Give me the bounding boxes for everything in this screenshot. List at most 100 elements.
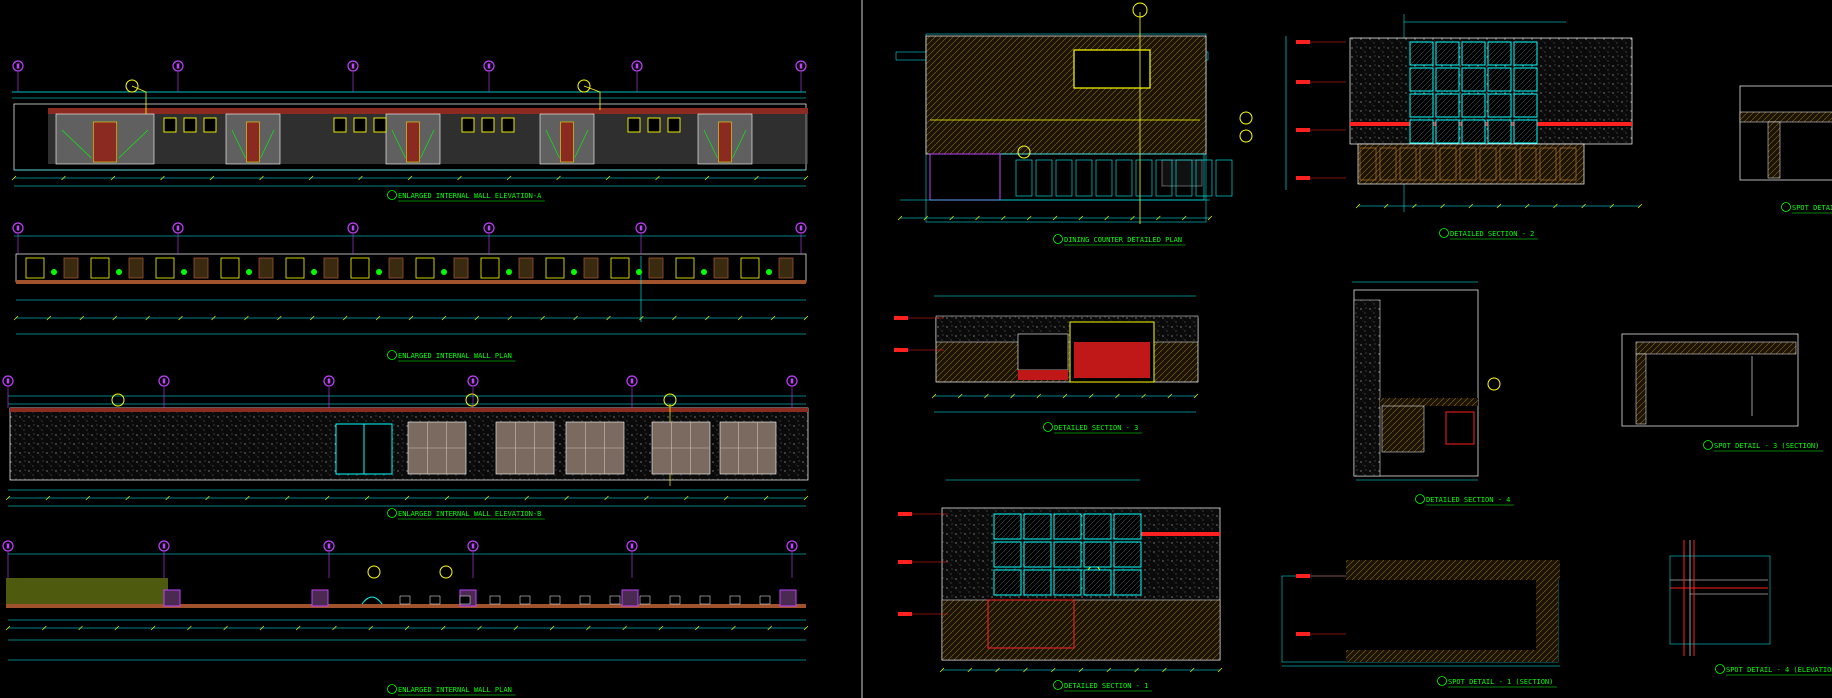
glass-panel (1113, 569, 1142, 596)
plan-1 (14, 235, 807, 335)
elevation-marker-icon (387, 350, 397, 360)
elevation-marker-icon (1437, 676, 1447, 686)
fixture (545, 257, 565, 279)
drawing-caption: ENLARGED INTERNAL WALL PLAN (398, 352, 512, 360)
counter-panel (1015, 159, 1033, 197)
glass-panel (1461, 119, 1486, 144)
elevation-marker-icon (1415, 494, 1425, 504)
drawing-caption: SPOT DETAIL - 4 (ELEVATION) (1726, 666, 1832, 674)
level-tag (1296, 80, 1310, 84)
fixture (350, 257, 370, 279)
fixture (675, 257, 695, 279)
drawing-caption: ENLARGED INTERNAL WALL ELEVATION-B (398, 510, 541, 518)
glass-panel (1487, 119, 1512, 144)
glass-panel (993, 569, 1022, 596)
glass-panel (1409, 119, 1434, 144)
window-pane (373, 117, 387, 133)
window-pane (333, 117, 347, 133)
cabinet-door (1439, 147, 1457, 181)
spot-detail-1 (1281, 560, 1560, 667)
section-marker-icon (111, 393, 125, 407)
cabinet-door (1539, 147, 1557, 181)
cabinet-door (1559, 147, 1577, 181)
cabinet-door (1399, 147, 1417, 181)
fixture (155, 257, 175, 279)
cabinet-door (1459, 147, 1477, 181)
window-pane (627, 117, 641, 133)
glass-panel (1513, 41, 1538, 66)
section-marker-icon (367, 565, 381, 579)
section-marker-icon (577, 79, 591, 93)
counter-panel (1095, 159, 1113, 197)
fixture (285, 257, 305, 279)
elevation-marker-icon (1043, 422, 1053, 432)
drawing-caption: SPOT DETAIL - 1 (SECTION) (1448, 678, 1553, 686)
glass-panel (1435, 41, 1460, 66)
drawing-caption: DETAILED SECTION - 1 (1064, 682, 1148, 690)
section-marker-icon (465, 393, 479, 407)
level-tag (898, 512, 912, 516)
fixture (25, 257, 45, 279)
glass-panel (1461, 93, 1486, 118)
glass-panel (1409, 93, 1434, 118)
cabinet-door (1359, 147, 1377, 181)
level-tag (1296, 574, 1310, 578)
glass-panel (1053, 569, 1082, 596)
glass-panel (1435, 93, 1460, 118)
elevation-marker-icon (1715, 664, 1725, 674)
window-pane (461, 117, 475, 133)
glass-panel (1023, 513, 1052, 540)
section-marker-icon (439, 565, 453, 579)
column-box (779, 589, 797, 607)
level-tag (894, 348, 908, 352)
drawing-caption: DETAILED SECTION - 4 (1426, 496, 1510, 504)
elevation-marker-icon (387, 684, 397, 694)
counter-panel (1035, 159, 1053, 197)
glass-panel (1023, 541, 1052, 568)
glass-panel (1513, 93, 1538, 118)
counter-panel (1075, 159, 1093, 197)
fixture (610, 257, 630, 279)
window-pane (203, 117, 217, 133)
elevation-marker-icon (1053, 234, 1063, 244)
spot-detail-3 (1621, 333, 1799, 427)
section-marker-icon (1487, 377, 1501, 391)
glass-panel (1023, 569, 1052, 596)
fixture (740, 257, 760, 279)
fixture (220, 257, 240, 279)
elevation-marker-icon (387, 190, 397, 200)
glass-panel (1513, 119, 1538, 144)
fixture (415, 257, 435, 279)
column-box (163, 589, 181, 607)
window-pane (163, 117, 177, 133)
fixture (480, 257, 500, 279)
level-tag (894, 316, 908, 320)
elevation-marker-icon (1439, 228, 1449, 238)
glass-panel (1083, 569, 1112, 596)
section-marker-icon (1239, 129, 1253, 143)
glass-panel (1053, 513, 1082, 540)
window-pane (481, 117, 495, 133)
drawing-caption: ENLARGED INTERNAL WALL ELEVATION-A (398, 192, 542, 200)
column-box (621, 589, 639, 607)
window-pane (667, 117, 681, 133)
glass-panel (1083, 513, 1112, 540)
elevation-marker-icon (387, 508, 397, 518)
level-tag (1296, 128, 1310, 132)
drawing-caption: SPOT DETAIL - 2 (SECTION) (1792, 204, 1832, 212)
counter-panel (1115, 159, 1133, 197)
glass-panel (1487, 93, 1512, 118)
level-tag (1296, 40, 1310, 44)
counter-panel (1215, 159, 1233, 197)
glass-panel (1461, 67, 1486, 92)
level-tag (898, 560, 912, 564)
glass-panel (1409, 41, 1434, 66)
spot-detail-4 (1669, 540, 1771, 656)
cabinet-door (1379, 147, 1397, 181)
glass-panel (993, 513, 1022, 540)
counter-panel (1155, 159, 1173, 197)
elevation-marker-icon (1703, 440, 1713, 450)
elevation-marker-icon (1132, 2, 1148, 18)
plan-2 (6, 553, 806, 661)
drawing-caption: DETAILED SECTION - 3 (1054, 424, 1138, 432)
